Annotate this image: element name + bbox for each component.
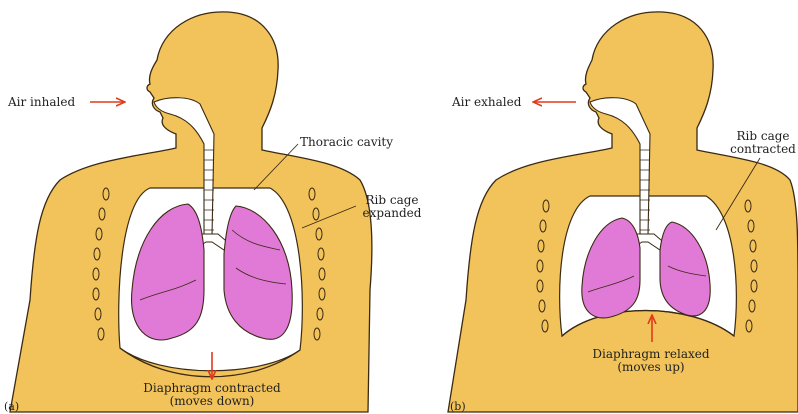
diaphragm-relaxed-label: Diaphragm relaxed (moves up) [586, 348, 716, 374]
panel-a-figure [10, 12, 372, 412]
thoracic-cavity-label: Thoracic cavity [300, 136, 393, 149]
diaphragm-contracted-line2: (moves down) [137, 395, 287, 408]
panel-b-letter: (b) [450, 400, 466, 413]
rib-cage-contracted-label: Rib cage contracted [728, 130, 798, 156]
panel-a-letter: (a) [4, 400, 19, 413]
rib-cage-expanded-line2: expanded [358, 207, 426, 220]
diaphragm-contracted-label: Diaphragm contracted (moves down) [137, 382, 287, 408]
air-inhaled-label: Air inhaled [8, 96, 75, 109]
rib-cage-expanded-label: Rib cage expanded [358, 194, 426, 220]
diaphragm-relaxed-line2: (moves up) [586, 361, 716, 374]
rib-cage-contracted-line2: contracted [728, 143, 798, 156]
air-exhaled-label: Air exhaled [452, 96, 521, 109]
